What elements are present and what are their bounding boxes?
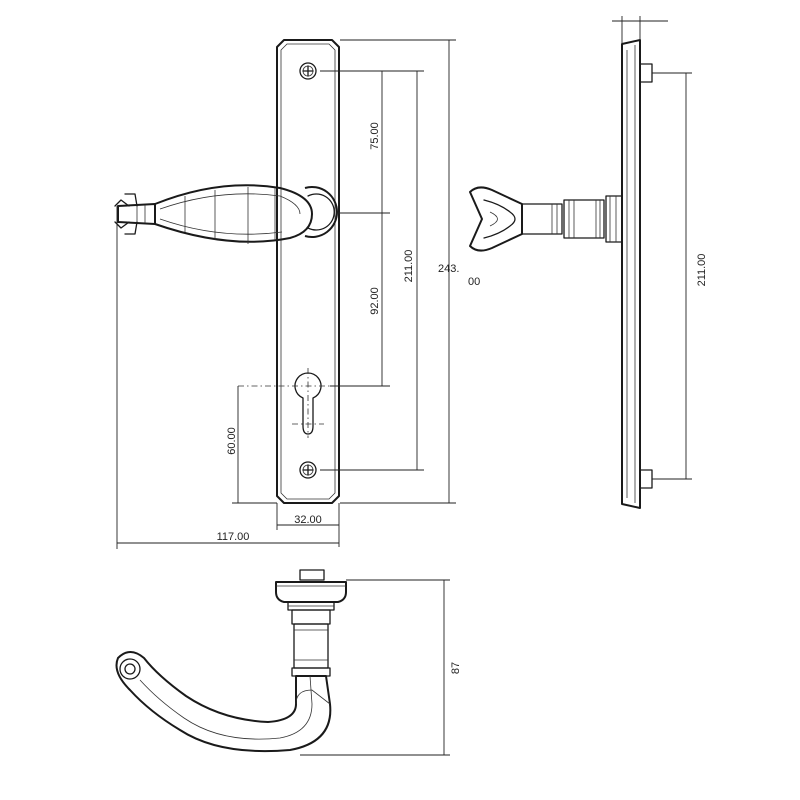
bottom-screw-icon xyxy=(299,461,317,479)
side-plate-outline xyxy=(621,39,641,509)
side-view: 211.00 xyxy=(469,16,708,509)
dim-32: 32.00 xyxy=(294,514,322,526)
dim-75: 75.00 xyxy=(369,122,381,150)
dim-211-side: 211.00 xyxy=(696,254,708,287)
dim-117: 117.00 xyxy=(217,531,250,543)
front-lever xyxy=(114,184,313,244)
dim-87: 87 xyxy=(450,662,462,674)
top-view: 87 xyxy=(115,569,462,756)
front-dimensions xyxy=(116,39,456,549)
dim-92: 92.00 xyxy=(369,287,381,315)
front-backplate-inner xyxy=(280,43,336,500)
dim-243-part1: 243. xyxy=(438,263,459,275)
side-spindle xyxy=(521,195,623,243)
dim-211-front: 211.00 xyxy=(403,250,415,283)
side-lever-head xyxy=(469,186,523,252)
top-screw-icon xyxy=(299,62,317,80)
dim-243-part2: 00 xyxy=(468,276,480,288)
dim-60: 60.00 xyxy=(226,427,238,455)
front-backplate-outline xyxy=(276,39,340,504)
keyhole-icon xyxy=(238,368,345,438)
front-handle-rose xyxy=(304,186,338,238)
top-lever-outline xyxy=(115,651,332,753)
front-view: 75.00 92.00 211.00 243. 00 60.00 32.00 1… xyxy=(114,39,480,549)
